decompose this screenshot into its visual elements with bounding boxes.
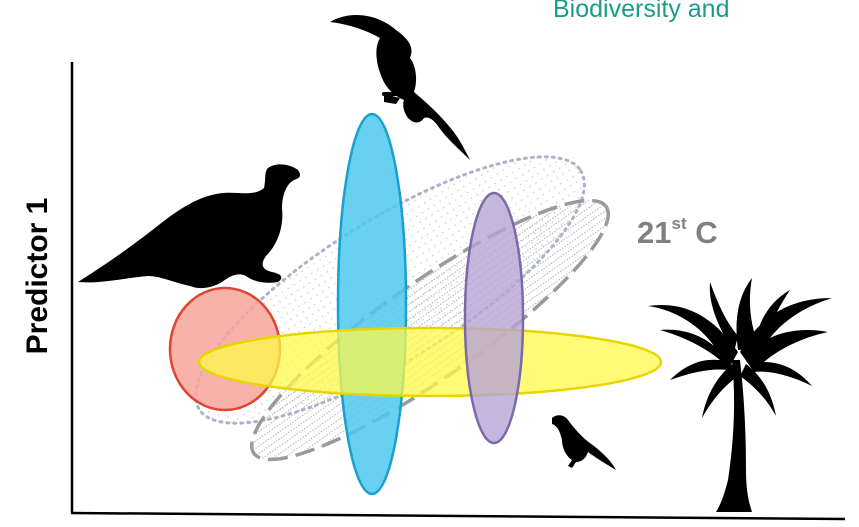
small-bird-icon [552, 415, 616, 470]
blue-niche-ellipse [336, 112, 408, 496]
era-number: 21 [637, 215, 672, 250]
palm-tree-icon [648, 278, 832, 512]
y-axis-label: Predictor 1 [21, 197, 54, 355]
axes [70, 62, 846, 521]
header-title: Biodiversity and [553, 0, 730, 23]
era-unit: C [695, 215, 718, 250]
purple-niche-ellipse [463, 191, 525, 445]
era-annotation: 21st C [637, 213, 718, 251]
yellow-niche-ellipse [197, 326, 663, 398]
toucan-icon [330, 15, 470, 160]
era-suffix: st [671, 213, 687, 233]
x-axis-line [70, 511, 846, 521]
curassow-bird-icon [78, 164, 301, 289]
